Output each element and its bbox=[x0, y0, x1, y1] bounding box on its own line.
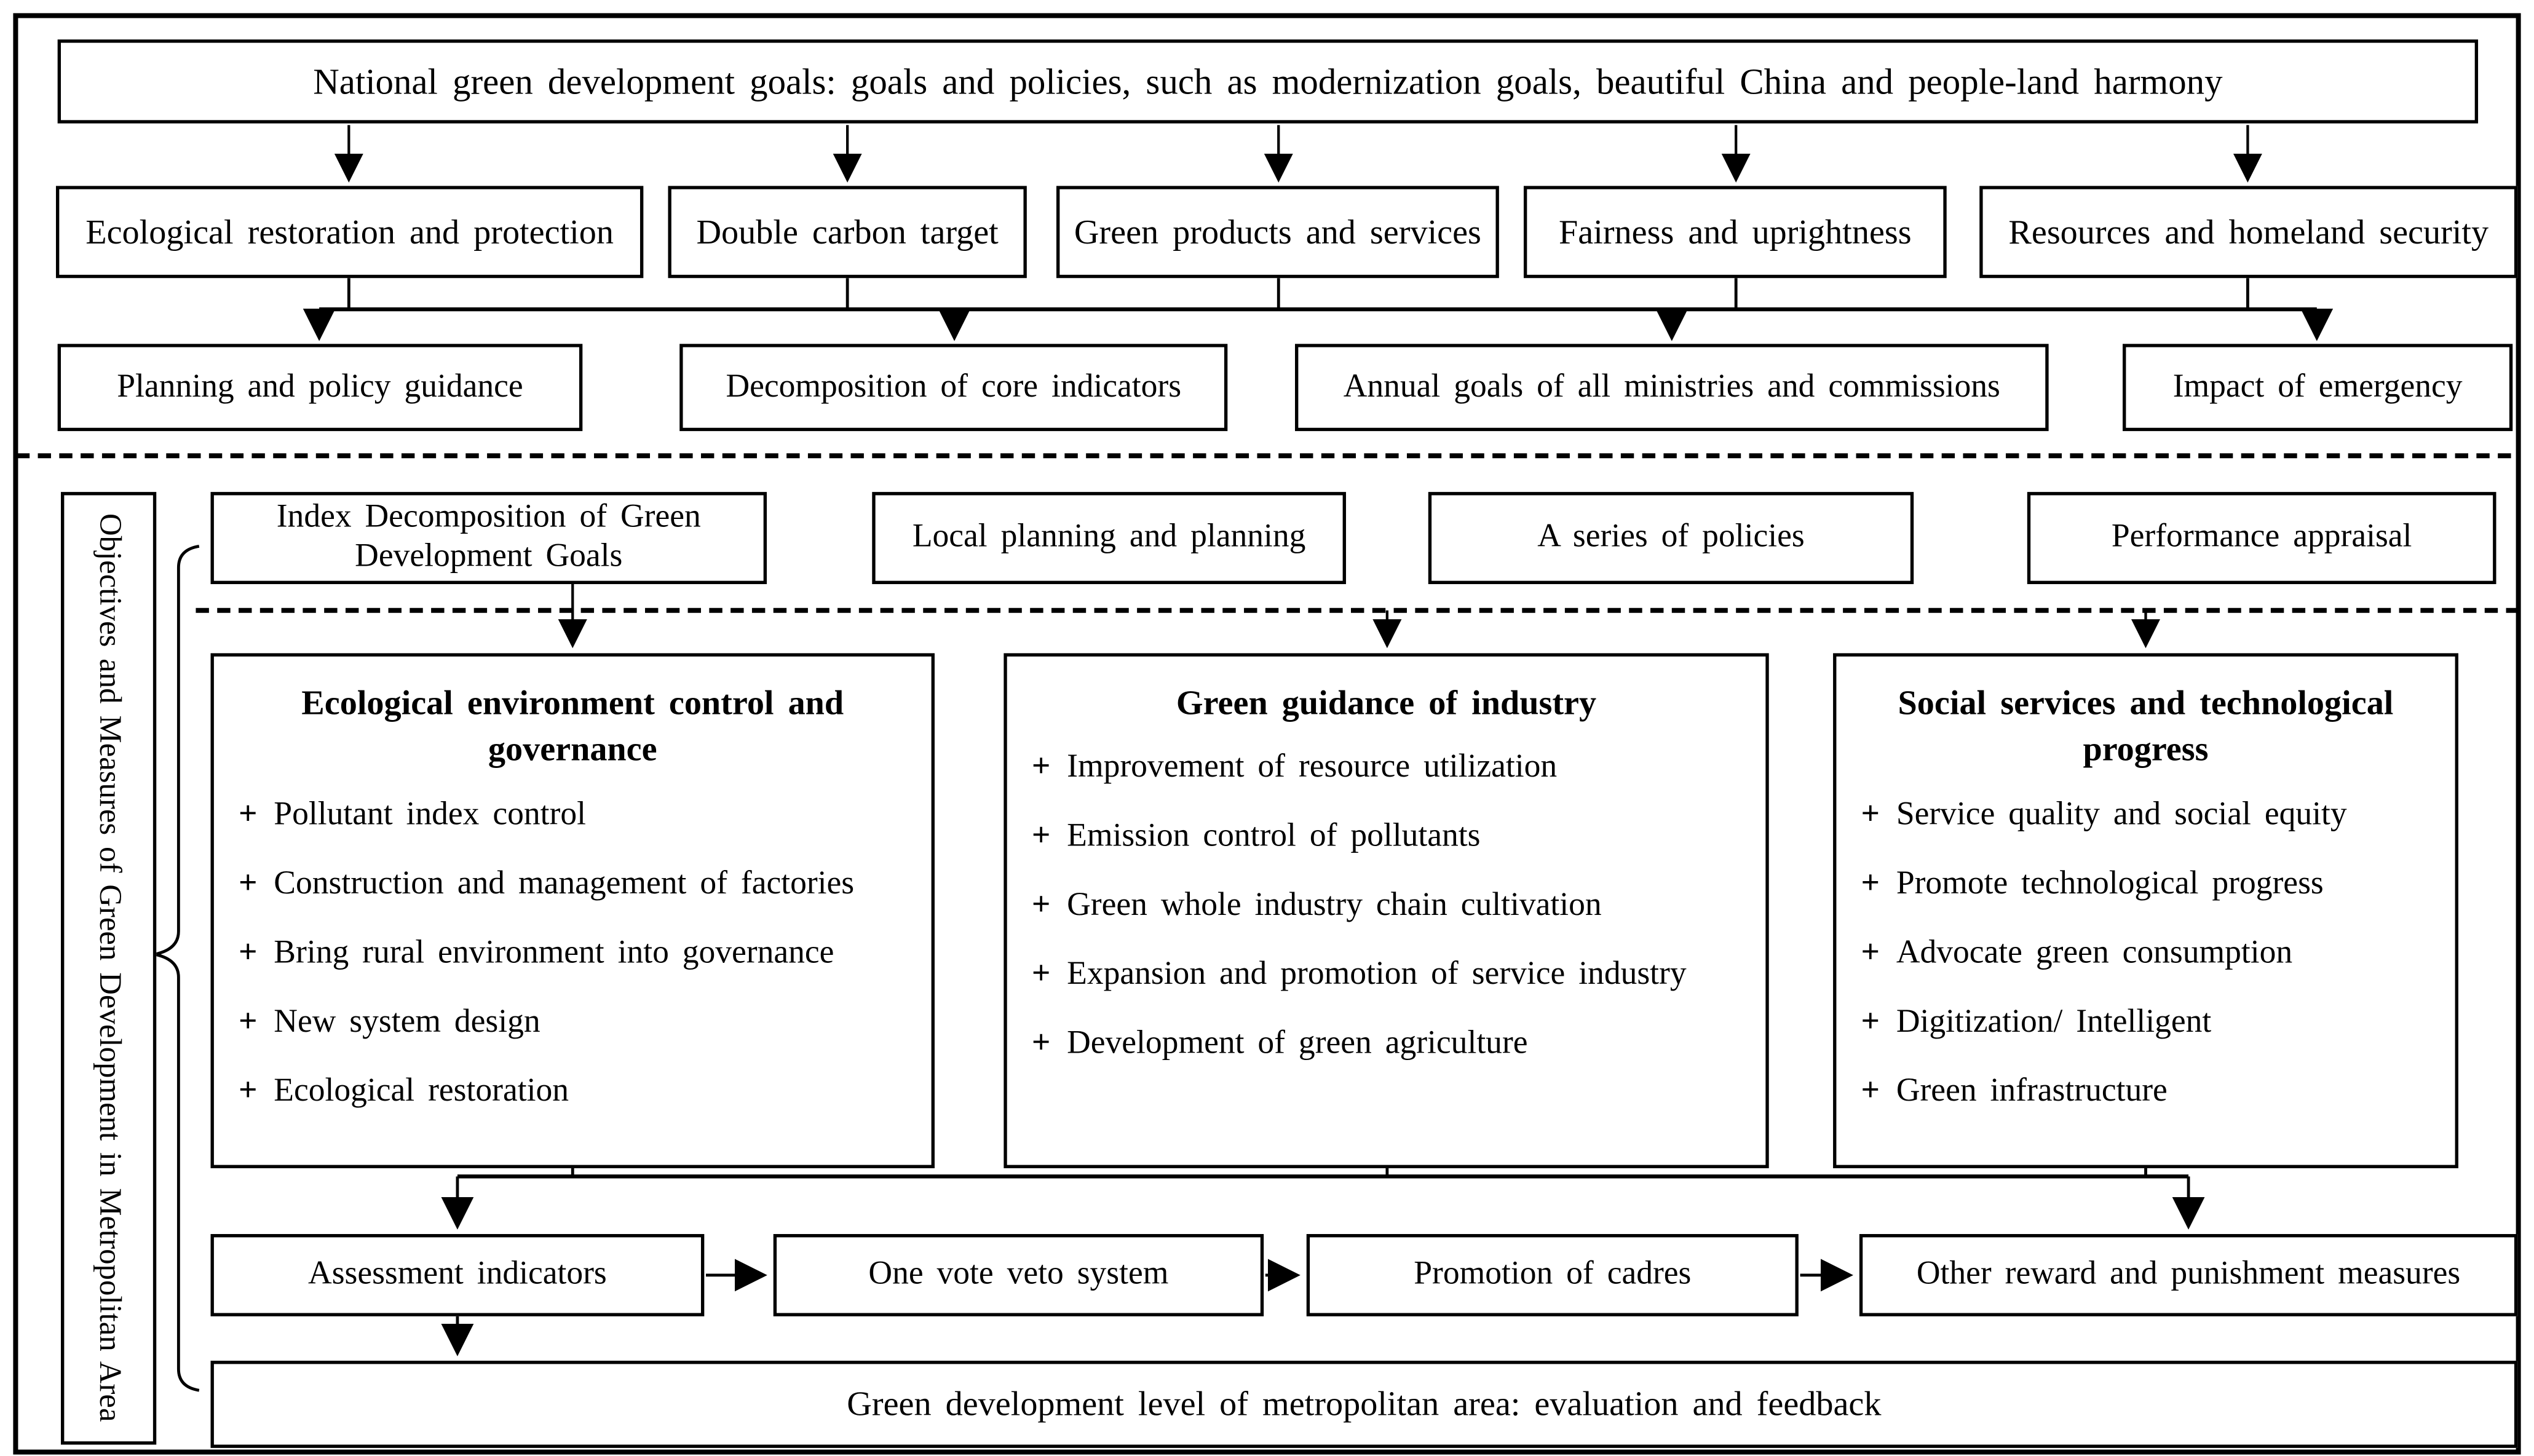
national-goals-box: National green development goals: goals … bbox=[57, 39, 2479, 124]
instrument-label: Annual goals of all ministries and commi… bbox=[1343, 368, 2000, 405]
pillar-item: + Digitization/ Intelligent bbox=[1861, 1003, 2434, 1042]
local-label: Local planning and planning bbox=[912, 518, 1306, 555]
national-goals-label: National green development goals: goals … bbox=[313, 60, 2223, 101]
pillar-item: + Construction and management of factorie… bbox=[239, 865, 910, 903]
plus-bullet-icon: + bbox=[1861, 865, 1880, 901]
instrument-box-planning-guidance: Planning and policy guidance bbox=[57, 344, 583, 432]
plus-bullet-icon: + bbox=[1861, 1072, 1880, 1109]
pillar-item-label: Ecological restoration bbox=[274, 1072, 569, 1109]
goal-label: Double carbon target bbox=[696, 212, 999, 251]
feedback-bar-label: Green development level of metropolitan … bbox=[847, 1383, 1882, 1423]
instrument-box-impact-emergency: Impact of emergency bbox=[2123, 344, 2513, 432]
assessment-box-indicators: Assessment indicators bbox=[210, 1234, 705, 1316]
pillar-item-label: Pollutant index control bbox=[274, 796, 586, 833]
assessment-box-one-vote-veto: One vote veto system bbox=[773, 1234, 1264, 1316]
pillar-item: + Ecological restoration bbox=[239, 1072, 910, 1110]
instrument-box-core-indicators: Decomposition of core indicators bbox=[679, 344, 1228, 432]
pillar-social-services-tech: Social services and technological progre… bbox=[1833, 653, 2458, 1168]
local-box-index-decomposition: Index Decomposition of Green Development… bbox=[210, 492, 767, 584]
plus-bullet-icon: + bbox=[1861, 934, 1880, 971]
pillar-item: + New system design bbox=[239, 1003, 910, 1042]
outer-border bbox=[13, 13, 2521, 1455]
pillar-title: Ecological environment control and gover… bbox=[301, 682, 844, 769]
goal-label: Resources and homeland security bbox=[2008, 212, 2489, 251]
local-label: Index Decomposition of Green Development… bbox=[276, 499, 701, 574]
plus-bullet-icon: + bbox=[1031, 818, 1051, 855]
pillar-item: + Expansion and promotion of service indu… bbox=[1032, 957, 1744, 995]
assessment-label: Assessment indicators bbox=[308, 1256, 607, 1292]
pillar-ecological-environment: Ecological environment control and gover… bbox=[210, 653, 935, 1168]
plus-bullet-icon: + bbox=[239, 865, 258, 901]
goal-box-green-products: Green products and services bbox=[1056, 186, 1499, 279]
pillar-item-label: Service quality and social equity bbox=[1896, 796, 2347, 833]
instrument-label: Decomposition of core indicators bbox=[726, 368, 1182, 405]
pillar-green-guidance-industry: Green guidance of industry + Improvement … bbox=[1004, 653, 1769, 1168]
local-label: A series of policies bbox=[1537, 518, 1805, 555]
pillar-item: + Promote technological progress bbox=[1861, 865, 2434, 903]
instrument-box-annual-goals: Annual goals of all ministries and commi… bbox=[1295, 344, 2049, 432]
plus-bullet-icon: + bbox=[239, 1003, 258, 1040]
pillar-item-label: Digitization/ Intelligent bbox=[1896, 1003, 2212, 1040]
goal-label: Fairness and uprightness bbox=[1559, 212, 1912, 251]
pillar-item: + Advocate green consumption bbox=[1861, 934, 2434, 972]
pillar-item-label: Green infrastructure bbox=[1896, 1072, 2168, 1109]
pillar-item: + Pollutant index control bbox=[239, 796, 910, 834]
pillar-title: Green guidance of industry bbox=[1176, 682, 1597, 722]
pillar-item-label: Improvement of resource utilization bbox=[1067, 749, 1558, 786]
plus-bullet-icon: + bbox=[239, 796, 258, 833]
goal-box-resources-security: Resources and homeland security bbox=[1979, 186, 2518, 279]
pillar-item-label: Advocate green consumption bbox=[1896, 934, 2293, 971]
pillar-item-label: Expansion and promotion of service indus… bbox=[1067, 956, 1687, 993]
goal-box-double-carbon: Double carbon target bbox=[668, 186, 1027, 279]
pillar-item-label: Construction and management of factories bbox=[274, 865, 855, 901]
pillar-item: + Green whole industry chain cultivation bbox=[1032, 887, 1744, 925]
side-label-objectives-measures: Objectives and Measures of Green Develop… bbox=[61, 492, 157, 1445]
pillar-item: + Development of green agriculture bbox=[1032, 1026, 1744, 1064]
pillar-item: + Emission control of pollutants bbox=[1032, 818, 1744, 857]
goal-label: Ecological restoration and protection bbox=[85, 212, 614, 251]
goal-label: Green products and services bbox=[1074, 212, 1481, 251]
instrument-label: Planning and policy guidance bbox=[117, 368, 523, 405]
assessment-label: Other reward and punishment measures bbox=[1916, 1256, 2461, 1292]
local-box-local-planning: Local planning and planning bbox=[872, 492, 1346, 584]
feedback-bar: Green development level of metropolitan … bbox=[210, 1361, 2518, 1448]
goal-box-ecological-restoration: Ecological restoration and protection bbox=[55, 186, 644, 279]
plus-bullet-icon: + bbox=[1861, 1003, 1880, 1040]
goal-box-fairness: Fairness and uprightness bbox=[1523, 186, 1947, 279]
plus-bullet-icon: + bbox=[1031, 1026, 1051, 1062]
pillar-item-label: Green whole industry chain cultivation bbox=[1067, 887, 1602, 924]
instrument-label: Impact of emergency bbox=[2172, 368, 2463, 405]
pillar-item-label: Development of green agriculture bbox=[1067, 1026, 1528, 1062]
pillar-item-label: Bring rural environment into governance bbox=[274, 934, 834, 971]
pillar-item: + Bring rural environment into governance bbox=[239, 934, 910, 972]
local-box-series-of-policies: A series of policies bbox=[1428, 492, 1914, 584]
plus-bullet-icon: + bbox=[239, 1072, 258, 1109]
assessment-label: Promotion of cadres bbox=[1414, 1256, 1692, 1292]
local-box-performance-appraisal: Performance appraisal bbox=[2027, 492, 2496, 584]
assessment-box-promotion-cadres: Promotion of cadres bbox=[1306, 1234, 1799, 1316]
pillar-item-label: Promote technological progress bbox=[1896, 865, 2324, 901]
pillar-item-label: New system design bbox=[274, 1003, 540, 1040]
pillar-title: Social services and technological progre… bbox=[1898, 682, 2394, 769]
pillar-item: + Improvement of resource utilization bbox=[1032, 749, 1744, 787]
plus-bullet-icon: + bbox=[1031, 956, 1051, 993]
pillar-item: + Service quality and social equity bbox=[1861, 796, 2434, 834]
plus-bullet-icon: + bbox=[239, 934, 258, 971]
plus-bullet-icon: + bbox=[1861, 796, 1880, 833]
pillar-item: + Green infrastructure bbox=[1861, 1072, 2434, 1110]
assessment-label: One vote veto system bbox=[868, 1256, 1169, 1292]
plus-bullet-icon: + bbox=[1031, 749, 1051, 786]
pillar-item-label: Emission control of pollutants bbox=[1067, 818, 1481, 855]
side-label-text: Objectives and Measures of Green Develop… bbox=[92, 513, 127, 1423]
assessment-box-reward-punishment: Other reward and punishment measures bbox=[1859, 1234, 2518, 1316]
plus-bullet-icon: + bbox=[1031, 887, 1051, 924]
local-label: Performance appraisal bbox=[2111, 518, 2412, 555]
